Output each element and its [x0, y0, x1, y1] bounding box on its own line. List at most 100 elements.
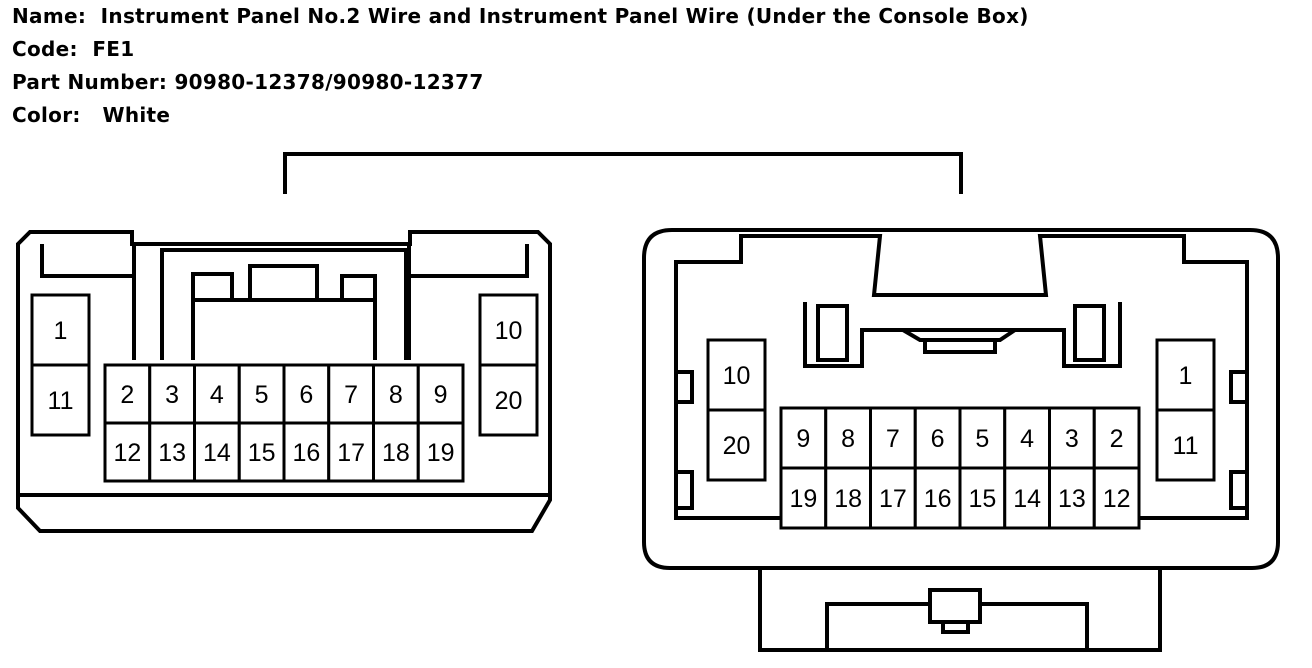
left-pin-2: 2 — [103, 363, 152, 425]
pin-number: 6 — [299, 381, 313, 409]
name-value: Instrument Panel No.2 Wire and Instrumen… — [100, 4, 1029, 28]
pin-cell-outline — [1048, 466, 1096, 530]
pin-number: 16 — [292, 439, 320, 467]
pin-number: 13 — [1058, 485, 1086, 513]
pin-number: 16 — [924, 485, 952, 513]
pin-number: 9 — [434, 381, 448, 409]
pin-number: 1 — [1179, 362, 1193, 390]
pin-cell-outline — [148, 363, 196, 425]
right-pin-3: 3 — [1048, 406, 1096, 470]
name-label: Name: — [12, 4, 87, 28]
pin-number: 17 — [337, 439, 365, 467]
left-pin-13: 13 — [148, 421, 196, 483]
pin-number: 4 — [1020, 425, 1034, 453]
pin-cell-outline — [193, 421, 241, 483]
color-line: Color: White — [12, 99, 1029, 132]
pin-cell-outline — [1155, 408, 1216, 482]
pin-cell-outline — [372, 421, 420, 483]
left-connector-body — [16, 230, 552, 533]
part-number-value: 90980-12378/90980-12377 — [174, 70, 484, 94]
pin-number: 2 — [120, 381, 134, 409]
pin-cell-outline — [706, 408, 767, 482]
pin-number: 14 — [203, 439, 231, 467]
pin-number: 15 — [968, 485, 996, 513]
pin-cell-outline — [237, 421, 286, 483]
left-pin-8: 8 — [372, 363, 420, 425]
left-pin-10: 10 — [478, 293, 539, 367]
pin-cell-outline — [416, 421, 465, 483]
right-pin-9: 9 — [779, 406, 828, 470]
pin-number: 3 — [165, 381, 179, 409]
left-pin-11: 11 — [30, 363, 91, 437]
pin-number: 9 — [796, 425, 810, 453]
left-pin-12: 12 — [103, 421, 152, 483]
left-pin-18: 18 — [372, 421, 420, 483]
right-connector-body — [642, 228, 1280, 652]
pin-number: 19 — [427, 439, 455, 467]
pin-cell-outline — [824, 466, 872, 530]
right-pin-17: 17 — [869, 466, 917, 530]
pin-cell-outline — [1003, 466, 1051, 530]
mating-bracket — [283, 152, 963, 194]
pin-number: 1 — [54, 317, 68, 345]
right-pin-8: 8 — [824, 406, 872, 470]
pin-number: 11 — [1173, 432, 1199, 460]
pin-cell-outline — [1003, 406, 1051, 470]
pin-number: 18 — [382, 439, 410, 467]
pin-number: 14 — [1013, 485, 1041, 513]
pin-number: 2 — [1110, 425, 1124, 453]
pin-number: 15 — [248, 439, 276, 467]
pin-number: 7 — [344, 381, 358, 409]
pin-number: 13 — [158, 439, 186, 467]
color-value: White — [102, 103, 171, 127]
pin-number: 6 — [931, 425, 945, 453]
pin-number: 12 — [1103, 485, 1131, 513]
left-pin-16: 16 — [282, 421, 331, 483]
right-pin-13: 13 — [1048, 466, 1096, 530]
pin-number: 8 — [841, 425, 855, 453]
right-pin-18: 18 — [824, 466, 872, 530]
pin-cell-outline — [193, 363, 241, 425]
pin-number: 10 — [495, 317, 523, 345]
code-line: Code: FE1 — [12, 33, 1029, 66]
pin-cell-outline — [103, 421, 152, 483]
right-pin-14: 14 — [1003, 466, 1051, 530]
right-pin-12: 12 — [1092, 466, 1141, 530]
right-pin-11: 11 — [1155, 408, 1216, 482]
left-pin-20: 20 — [478, 363, 539, 437]
left-pin-17: 17 — [327, 421, 375, 483]
code-value: FE1 — [92, 37, 135, 61]
pin-cell-outline — [1092, 406, 1141, 470]
pin-number: 5 — [255, 381, 269, 409]
left-pin-6: 6 — [282, 363, 331, 425]
pin-cell-outline — [416, 363, 465, 425]
pin-number: 11 — [48, 387, 74, 415]
pin-number: 3 — [1065, 425, 1079, 453]
left-pin-15: 15 — [237, 421, 286, 483]
part-number-line: Part Number: 90980-12378/90980-12377 — [12, 66, 1029, 99]
pin-number: 20 — [495, 387, 523, 415]
right-pin-1: 1 — [1155, 338, 1216, 412]
right-pin-2: 2 — [1092, 406, 1141, 470]
pin-cell-outline — [913, 466, 962, 530]
pin-cell-outline — [30, 293, 91, 367]
pin-number: 19 — [789, 485, 817, 513]
right-pin-4: 4 — [1003, 406, 1051, 470]
left-pin-19: 19 — [416, 421, 465, 483]
pin-cell-outline — [30, 363, 91, 437]
connector-info: Name: Instrument Panel No.2 Wire and Ins… — [12, 0, 1029, 132]
left-pin-4: 4 — [193, 363, 241, 425]
pin-number: 10 — [723, 362, 751, 390]
right-pin-5: 5 — [958, 406, 1007, 470]
right-pin-19: 19 — [779, 466, 828, 530]
right-pin-16: 16 — [913, 466, 962, 530]
name-line: Name: Instrument Panel No.2 Wire and Ins… — [12, 0, 1029, 33]
left-pin-14: 14 — [193, 421, 241, 483]
pin-cell-outline — [1092, 466, 1141, 530]
left-pin-7: 7 — [327, 363, 375, 425]
pin-cell-outline — [327, 421, 375, 483]
pin-number: 20 — [723, 432, 751, 460]
pin-cell-outline — [913, 406, 962, 470]
